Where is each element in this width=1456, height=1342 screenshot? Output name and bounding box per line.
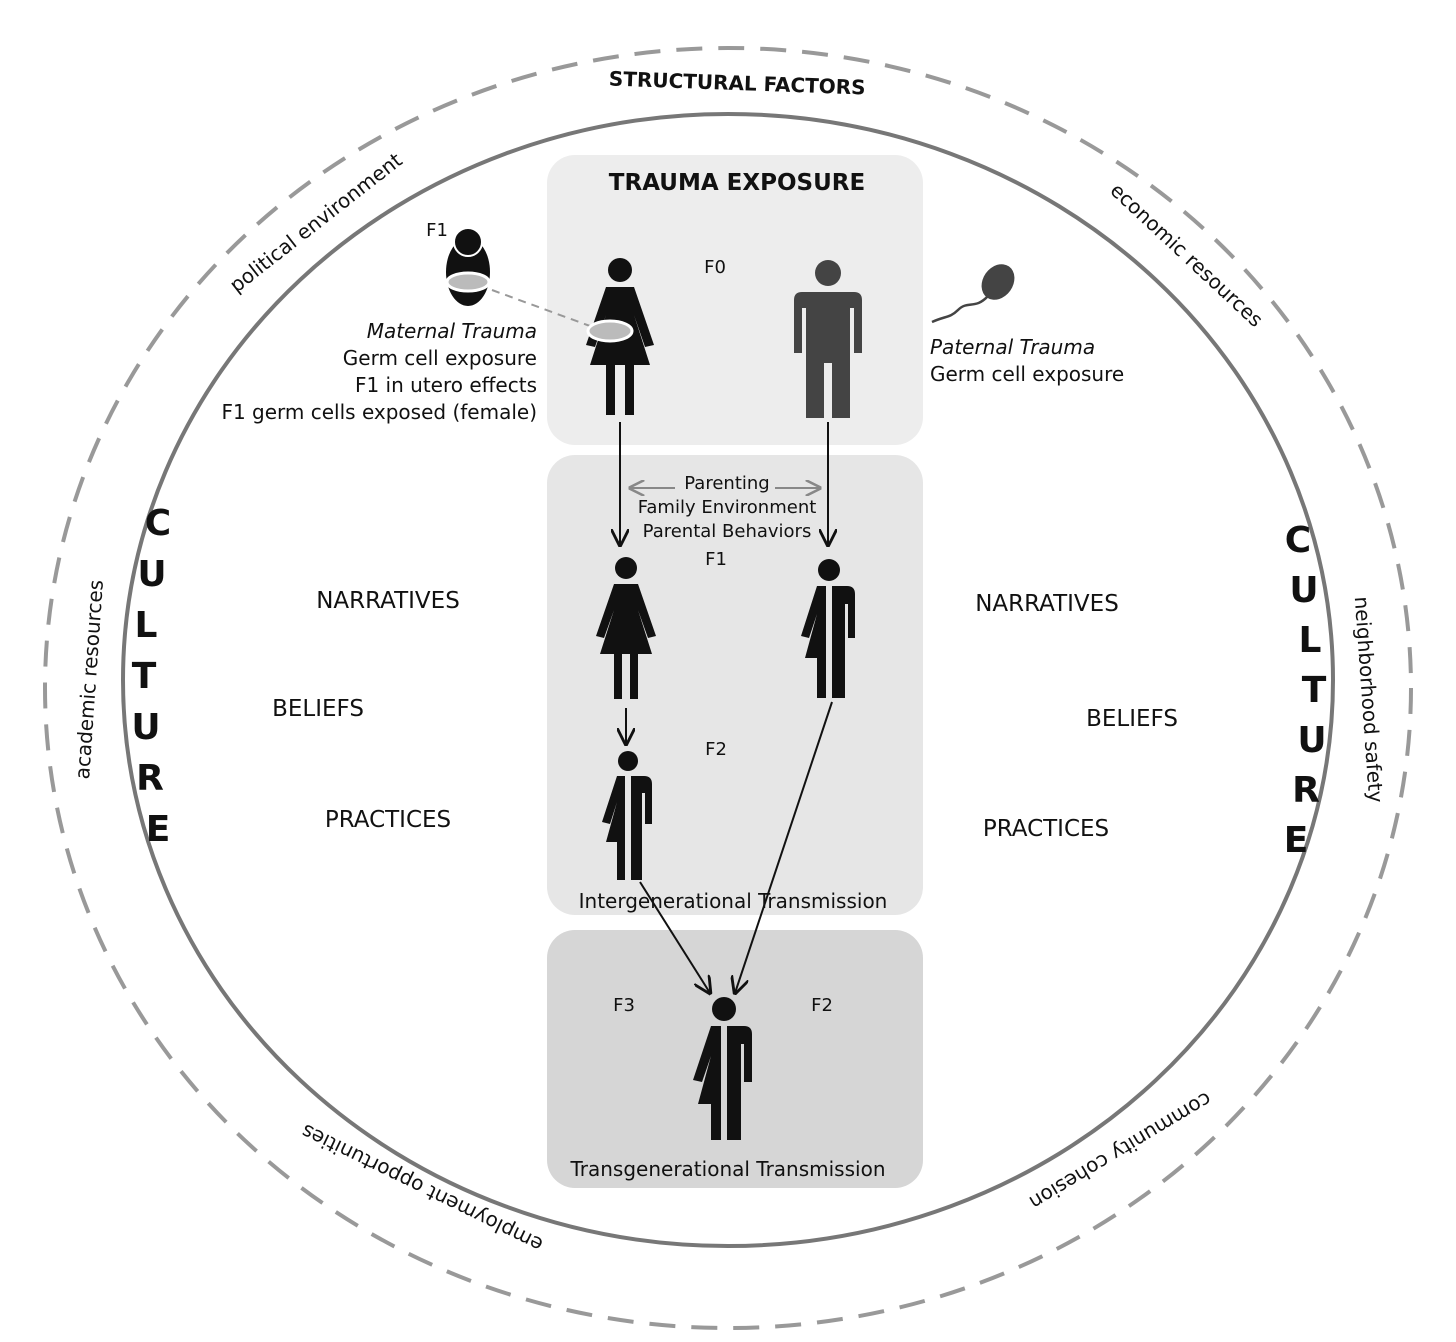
f2-label-transgen: F2: [811, 995, 833, 1016]
culture-letter-right: U: [1289, 570, 1318, 611]
in-utero-dashed-line: [491, 289, 591, 327]
f3-label: F3: [613, 995, 635, 1016]
right-beliefs-label: BELIEFS: [1086, 706, 1178, 732]
culture-letter-right: L: [1299, 620, 1322, 661]
maternal-line-3: F1 germ cells exposed (female): [221, 400, 537, 424]
baby-f1-label: F1: [426, 220, 448, 241]
left-beliefs-label: BELIEFS: [272, 696, 364, 722]
neighborhood-safety-label: neighborhood safety: [1350, 596, 1388, 804]
culture-letter-right: U: [1297, 720, 1326, 761]
parenting-line-1: Parenting: [684, 473, 769, 494]
parenting-line-3: Parental Behaviors: [643, 521, 812, 542]
f0-label: F0: [704, 257, 726, 278]
f0-woman-icon: [586, 258, 654, 415]
culture-letter-left: C: [145, 503, 171, 544]
maternal-line-2: F1 in utero effects: [355, 373, 537, 397]
f1-label: F1: [705, 549, 727, 570]
f3-child-icon: [693, 997, 752, 1140]
culture-letter-left: U: [131, 707, 160, 748]
culture-letter-right: R: [1292, 770, 1320, 811]
community-cohesion-label: community cohesion: [1025, 1087, 1216, 1215]
arrow-f2-to-f3: [639, 881, 710, 993]
right-practices-label: PRACTICES: [983, 816, 1109, 842]
f0-man-icon: [794, 260, 862, 418]
maternal-line-1: Germ cell exposure: [343, 346, 537, 370]
trauma-exposure-title: TRAUMA EXPOSURE: [609, 170, 865, 196]
f2-label-intergen: F2: [705, 739, 727, 760]
maternal-trauma-title: Maternal Trauma: [367, 319, 537, 343]
arrow-f1-to-f3: [735, 701, 833, 993]
employment-opportunities-label: employment opportunities: [297, 1119, 546, 1257]
culture-ring: [121, 112, 1335, 1248]
paternal-trauma-title: Paternal Trauma: [930, 335, 1095, 359]
f2-child-icon: [602, 751, 652, 880]
parenting-line-2: Family Environment: [638, 497, 817, 518]
intergenerational-caption: Intergenerational Transmission: [579, 889, 888, 913]
culture-letter-right: T: [1302, 670, 1327, 711]
left-practices-label: PRACTICES: [325, 807, 451, 833]
culture-letter-right: E: [1284, 820, 1309, 861]
trauma-exposure-box: [547, 155, 923, 445]
f1-woman-icon: [596, 557, 656, 699]
left-narratives-label: NARRATIVES: [316, 588, 460, 614]
political-environment-label: political environment: [225, 148, 407, 298]
culture-letter-left: E: [146, 809, 171, 850]
sperm-icon: [931, 264, 1015, 324]
culture-letter-left: T: [132, 656, 157, 697]
culture-letter-right: C: [1285, 520, 1311, 561]
paternal-line-1: Germ cell exposure: [930, 362, 1124, 386]
academic-resources-label: academic resources: [70, 579, 108, 780]
culture-letter-left: R: [136, 758, 164, 799]
baby-icon: [445, 227, 491, 306]
structural-factors-title: STRUCTURAL FACTORS: [608, 67, 865, 100]
culture-letter-left: L: [135, 605, 158, 646]
f1-child-icon: [801, 559, 855, 698]
structural-factors-ring: [43, 46, 1413, 1330]
right-narratives-label: NARRATIVES: [975, 591, 1119, 617]
transgenerational-caption: Transgenerational Transmission: [570, 1157, 886, 1181]
culture-letter-left: U: [137, 554, 166, 595]
